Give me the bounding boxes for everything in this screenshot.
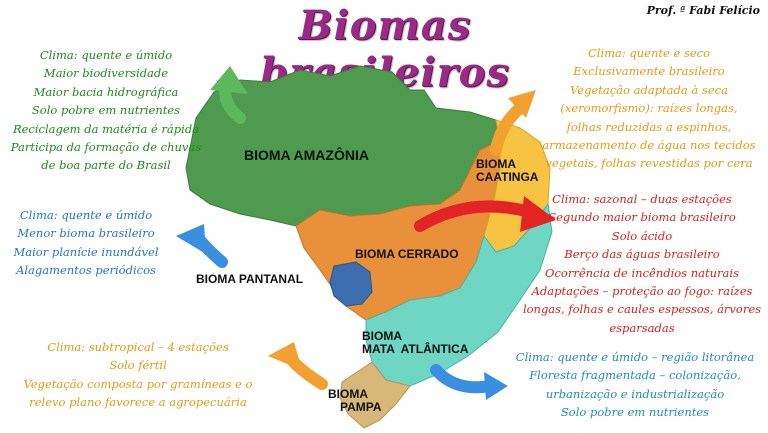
- pantanal-info-line: Maior planície inundável: [13, 244, 159, 259]
- caatinga-info-line: Exclusivamente brasileiro: [573, 64, 725, 79]
- caatinga-info-line: Clima: quente e seco: [587, 46, 711, 60]
- orange-arrow-caatinga: [490, 102, 526, 156]
- mata-atlantica-info-line: Solo pobre em nutrientes: [560, 405, 710, 420]
- mata-atlantica-info-line: Floresta fragmentada – colonização,: [529, 368, 741, 383]
- red-arrow: [414, 200, 536, 232]
- blue-arrowhead-mata: [484, 372, 508, 400]
- mata-atlantica-label-line1: BIOMA: [362, 329, 402, 343]
- orange-arrowhead-pampa: [268, 342, 302, 370]
- amazonia-info: Clima: quente e úmido Maior biodiversida…: [6, 46, 206, 175]
- cerrado-info-line: Ocorrência de incêndios naturais: [545, 265, 739, 280]
- caatinga-info-line: folhas reduzidas a espinhos,: [566, 119, 732, 134]
- pantanal-info-line: Clima: quente e úmido: [19, 208, 153, 222]
- mata-atlantica-label-line2: MATA ATLÂNTICA: [362, 342, 469, 357]
- caatinga-info: Clima: quente e seco Exclusivamente bras…: [536, 44, 762, 173]
- author-credit: Prof. ª Fabi Felício: [646, 4, 760, 17]
- pampa-info-line: Vegetação composta por gramíneas e o: [23, 376, 253, 391]
- mata-atlantica-info-line: urbanização e industrialização: [545, 386, 725, 401]
- green-arrowhead: [210, 66, 248, 94]
- pantanal-info-line: Alagamentos periódicos: [16, 263, 156, 278]
- caatinga-info-line: Vegetação adaptada à seca: [570, 82, 728, 97]
- orange-arrowhead-caatinga: [508, 90, 536, 118]
- pampa-region: [339, 361, 411, 429]
- blue-arrow-mata: [430, 364, 496, 394]
- mata-atlantica-info: Clima: quente e úmido – região litorânea…: [504, 348, 766, 422]
- caatinga-info-line: (xeromorfismo): raízes longas,: [560, 101, 738, 116]
- amazonia-label: BIOMA AMAZÔNIA: [244, 147, 369, 163]
- caatinga-label: BIOMA CAATINGA: [476, 157, 539, 185]
- cerrado-info-line: longas, folhas e caules espessos, árvore…: [522, 302, 762, 317]
- cerrado-info-line: Clima: sazonal – duas estações: [552, 192, 732, 206]
- cerrado-label: BIOMA CERRADO: [355, 247, 459, 261]
- pampa-info: Clima: subtropical – 4 estações Solo fér…: [4, 338, 272, 412]
- pantanal-info-line: Menor bioma brasileiro: [17, 226, 155, 241]
- cerrado-info-line: Berço das águas brasileiro: [564, 247, 720, 262]
- pampa-label-line1: BIOMA: [328, 387, 368, 401]
- mata-atlantica-label: BIOMA MATA ATLÂNTICA: [362, 329, 469, 357]
- cerrado-info-line: Adaptações – proteção ao fogo: raízes: [531, 284, 753, 299]
- cerrado-info-line: esparsadas: [609, 320, 675, 335]
- amazonia-info-line: Maior bacia hidrográfica: [33, 84, 179, 99]
- cerrado-info-line: Solo ácido: [611, 228, 673, 243]
- mata-atlantica-info-line: Clima: quente e úmido – região litorânea: [515, 350, 755, 364]
- amazonia-info-line: Solo pobre em nutrientes: [31, 103, 181, 118]
- pampa-info-line: Clima: subtropical – 4 estações: [47, 340, 229, 354]
- caatinga-label-line1: BIOMA: [476, 157, 516, 171]
- caatinga-label-line2: CAATINGA: [476, 170, 539, 185]
- red-arrowhead: [520, 196, 556, 232]
- pampa-label-line2: PAMPA: [340, 400, 382, 415]
- pampa-info-line: Solo fértil: [109, 358, 167, 373]
- amazonia-info-line: Participa da formação de chuvas: [10, 140, 202, 155]
- cerrado-info: Clima: sazonal – duas estações Segundo m…: [522, 190, 762, 337]
- caatinga-info-line: armazenamento de água nos tecidos: [542, 138, 756, 153]
- pantanal-label: BIOMA PANTANAL: [196, 272, 304, 286]
- pampa-info-line: relevo plano favorece a agropecuária: [29, 395, 247, 410]
- blue-arrowhead-pantanal: [176, 224, 206, 254]
- cerrado-info-line: Segundo maior bioma brasileiro: [548, 210, 736, 225]
- pantanal-info: Clima: quente e úmido Menor bioma brasil…: [4, 206, 168, 280]
- amazonia-info-line: de boa parte do Brasil: [41, 158, 171, 173]
- caatinga-info-line: vegetais, folhas revestidas por cera: [545, 156, 753, 171]
- pantanal-region: [329, 261, 373, 307]
- amazonia-info-line: Reciclagem da matéria é rápida: [12, 121, 200, 136]
- amazonia-info-line: Clima: quente e úmido: [39, 48, 173, 62]
- pampa-label: BIOMA PAMPA: [328, 387, 382, 415]
- amazonia-info-line: Maior biodiversidade: [43, 66, 169, 81]
